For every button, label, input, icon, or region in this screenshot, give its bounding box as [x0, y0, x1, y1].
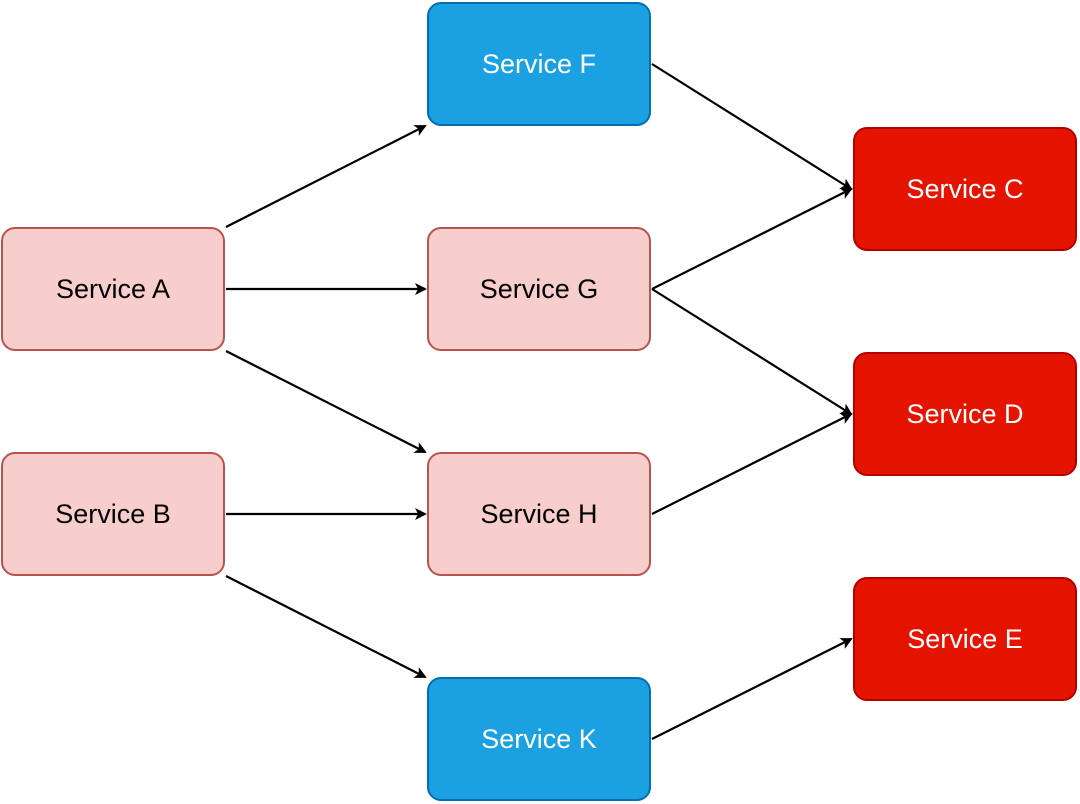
service-h-node[interactable]: Service H	[427, 452, 651, 576]
service-c-label: Service C	[906, 173, 1024, 204]
service-a-label: Service A	[55, 273, 171, 304]
service-f-label: Service F	[481, 48, 597, 79]
service-e-label: Service E	[907, 623, 1023, 654]
service-f-node[interactable]: Service F	[427, 2, 651, 126]
service-b-node[interactable]: Service B	[1, 452, 225, 576]
edge-g-to-d	[651, 288, 853, 416]
service-g-node[interactable]: Service G	[427, 227, 651, 351]
service-d-node[interactable]: Service D	[853, 352, 1077, 476]
service-c-node[interactable]: Service C	[853, 127, 1077, 251]
edge-f-to-c	[651, 63, 853, 191]
edge-a-to-f	[225, 125, 427, 228]
edge-h-to-d	[651, 413, 853, 515]
edge-k-to-e	[651, 638, 853, 740]
edge-b-to-k	[225, 575, 427, 678]
service-a-node[interactable]: Service A	[1, 227, 225, 351]
service-k-node[interactable]: Service K	[427, 677, 651, 801]
service-k-label: Service K	[481, 723, 597, 754]
service-d-label: Service D	[906, 398, 1024, 429]
service-h-label: Service H	[480, 498, 598, 529]
edge-a-to-h	[225, 350, 427, 453]
service-b-label: Service B	[55, 498, 171, 529]
service-e-node[interactable]: Service E	[853, 577, 1077, 701]
edge-g-to-c	[651, 188, 853, 290]
service-g-label: Service G	[479, 273, 599, 304]
